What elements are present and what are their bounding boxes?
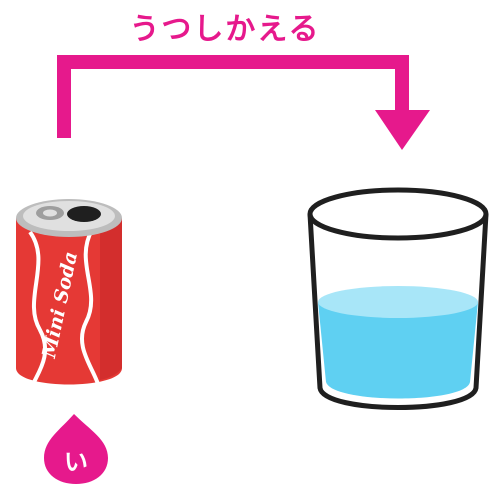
transfer-arrow-icon xyxy=(57,55,430,150)
glass-of-water-icon xyxy=(307,187,489,410)
diagram-title: うつしかえる xyxy=(129,12,321,47)
drop-badge-icon: い xyxy=(44,414,108,484)
soda-can-icon: Mini Soda xyxy=(16,199,122,385)
badge-label: い xyxy=(64,448,88,476)
